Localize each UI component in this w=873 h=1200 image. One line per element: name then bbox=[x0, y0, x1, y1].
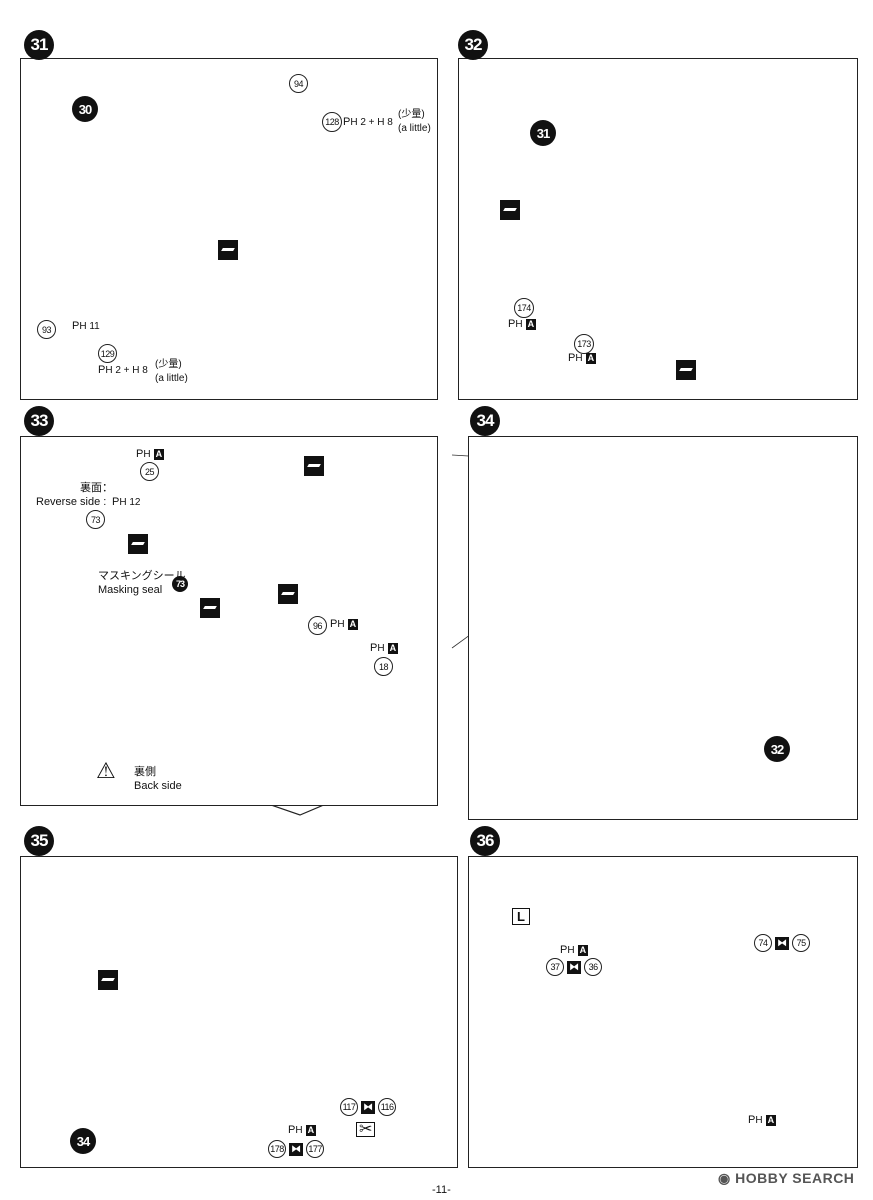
paint-top-formula: H 2 + H 8 bbox=[350, 117, 393, 128]
paint-174-code: PH A bbox=[508, 318, 537, 330]
parts-117-116: 117 ⧓ 116 bbox=[340, 1098, 397, 1116]
step-panel-33 bbox=[20, 436, 438, 806]
paint-178-value: A bbox=[305, 1125, 317, 1136]
step32-ref-31: 31 bbox=[530, 120, 556, 146]
bolt-icon: ⧓ bbox=[567, 960, 582, 974]
glue-icon bbox=[98, 970, 118, 990]
paint-37-value: A bbox=[577, 945, 589, 956]
page-number: -11- bbox=[432, 1184, 451, 1196]
part-177: 177 bbox=[306, 1140, 325, 1158]
paint-top-code: PH 2 + H 8 bbox=[343, 116, 393, 128]
paint-top-jp: (少量) bbox=[398, 109, 425, 120]
part-94: 94 bbox=[289, 74, 308, 93]
logo-icon: ◉ bbox=[718, 1170, 731, 1186]
watermark: ◉ HOBBY SEARCH bbox=[718, 1170, 854, 1187]
paint-bottom-code: PH 2 + H 8 bbox=[98, 364, 148, 376]
part-25: 25 bbox=[140, 462, 159, 481]
part-129: 129 bbox=[98, 344, 117, 363]
reverse-paint-code: PH 12 bbox=[112, 496, 141, 508]
glue-icon bbox=[218, 240, 238, 260]
part-178: 178 bbox=[268, 1140, 286, 1158]
part-75: 75 bbox=[792, 934, 811, 952]
paint-96-code: PH A bbox=[330, 618, 359, 630]
part-73: 73 bbox=[86, 510, 105, 529]
watermark-text: HOBBY SEARCH bbox=[735, 1170, 855, 1186]
step-number-34: 34 bbox=[470, 406, 500, 436]
step34-ref-32: 32 bbox=[764, 736, 790, 762]
part-96: 96 bbox=[308, 616, 327, 635]
masking-seal-en: Masking seal bbox=[98, 584, 163, 596]
cut-icon: ✂ bbox=[356, 1122, 376, 1138]
masking-seal-ref: 73 bbox=[172, 576, 188, 592]
step-number-31: 31 bbox=[24, 30, 54, 60]
step31-ref-30: 30 bbox=[72, 96, 98, 122]
bolt-icon: ⧓ bbox=[289, 1142, 304, 1156]
bolt-icon: ⧓ bbox=[361, 1100, 376, 1114]
part-173: 173 bbox=[574, 334, 594, 354]
part-93: 93 bbox=[37, 320, 56, 339]
masking-seal-jp: マスキングシール bbox=[98, 570, 186, 582]
paint-93-value: H 11 bbox=[79, 321, 100, 332]
step-panel-34 bbox=[468, 436, 858, 820]
paint-74-value: A bbox=[765, 1115, 777, 1126]
paint-bottom-formula: H 2 + H 8 bbox=[105, 365, 148, 376]
parts-178-177: 178 ⧓ 177 bbox=[268, 1140, 325, 1158]
paint-96-value: A bbox=[347, 619, 359, 630]
part-37: 37 bbox=[546, 958, 564, 976]
paint-25-value: A bbox=[153, 449, 165, 460]
parts-74-75: 74 ⧓ 75 bbox=[754, 934, 811, 952]
glue-icon bbox=[200, 598, 220, 618]
warning-icon: ⚠ bbox=[96, 758, 116, 783]
glue-icon bbox=[304, 456, 324, 476]
paint-173-value: A bbox=[585, 353, 597, 364]
part-18: 18 bbox=[374, 657, 393, 676]
paint-25-code: PH A bbox=[136, 448, 165, 460]
paint-174-value: A bbox=[525, 319, 537, 330]
step-panel-36 bbox=[468, 856, 858, 1168]
paint-178-code: PH A bbox=[288, 1124, 317, 1136]
part-36: 36 bbox=[584, 958, 603, 976]
back-side-en: Back side bbox=[134, 780, 182, 792]
glue-icon bbox=[128, 534, 148, 554]
step-number-35: 35 bbox=[24, 826, 54, 856]
side-label: L bbox=[512, 908, 530, 925]
reverse-side-en: Reverse side : bbox=[36, 496, 107, 508]
back-side-jp: 裏側 bbox=[134, 766, 156, 778]
paint-bottom-jp: (少量) bbox=[155, 359, 182, 370]
bolt-icon: ⧓ bbox=[775, 936, 790, 950]
part-117: 117 bbox=[340, 1098, 358, 1116]
part-116: 116 bbox=[378, 1098, 397, 1116]
paint-bottom-en: (a little) bbox=[155, 373, 188, 384]
paint-18-value: A bbox=[387, 643, 399, 654]
part-74: 74 bbox=[754, 934, 772, 952]
step-number-36: 36 bbox=[470, 826, 500, 856]
paint-93-code: PH 11 bbox=[72, 320, 100, 332]
step-number-32: 32 bbox=[458, 30, 488, 60]
glue-icon bbox=[676, 360, 696, 380]
paint-37-code: PH A bbox=[560, 944, 589, 956]
paint-18-code: PH A bbox=[370, 642, 399, 654]
glue-icon bbox=[278, 584, 298, 604]
paint-top-en: (a little) bbox=[398, 123, 431, 134]
part-128: 128 bbox=[322, 112, 342, 132]
step-panel-35 bbox=[20, 856, 458, 1168]
glue-icon bbox=[500, 200, 520, 220]
step-number-33: 33 bbox=[24, 406, 54, 436]
paint-74-code: PH A bbox=[748, 1114, 777, 1126]
paint-173-code: PH A bbox=[568, 352, 597, 364]
step35-ref-34: 34 bbox=[70, 1128, 96, 1154]
reverse-side-jp: 裏面： bbox=[80, 482, 113, 494]
part-174: 174 bbox=[514, 298, 534, 318]
reverse-paint-value: H 12 bbox=[119, 497, 141, 508]
parts-37-36: 37 ⧓ 36 bbox=[546, 958, 603, 976]
step-panel-32 bbox=[458, 58, 858, 400]
